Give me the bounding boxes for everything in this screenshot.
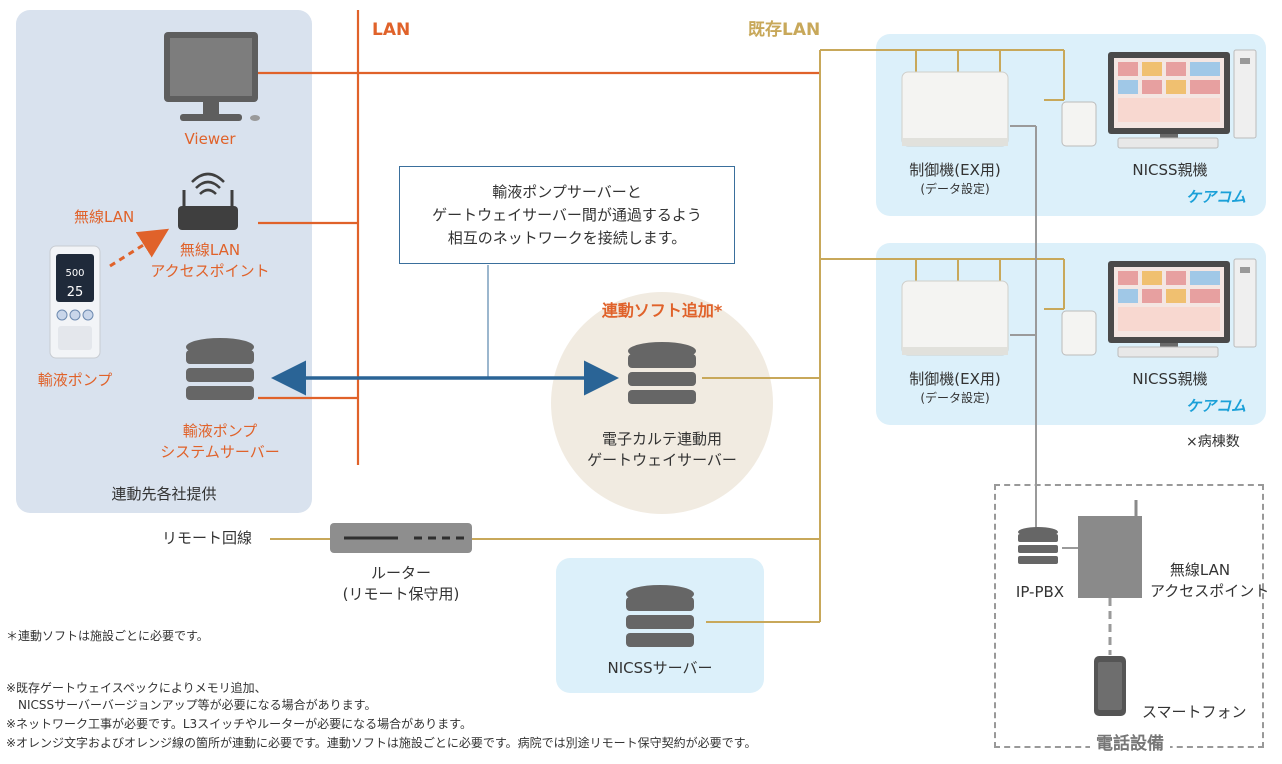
controller-label-2: 制御機(EX用) (データ設定)	[900, 369, 1010, 406]
pump-label: 輸液ポンプ	[37, 371, 113, 389]
infusion-pump-icon: 500 25	[49, 245, 101, 359]
pump-server-db-icon	[186, 338, 254, 400]
footnote-4: ※ネットワーク工事が必要です。L3スイッチやルーターが必要になる場合があります。	[6, 717, 472, 731]
controller-label-1: 制御機(EX用) (データ設定)	[900, 160, 1010, 197]
footnote-3: NICSSサーバーバージョンアップ等が必要になる場合があります。	[6, 698, 377, 712]
brand-logo-2: ケアコム	[1186, 397, 1247, 415]
controller-icon-2	[901, 280, 1009, 356]
existing-lan-label: 既存LAN	[748, 20, 821, 40]
partner-provided-label: 連動先各社提供	[111, 485, 217, 503]
phone-lines	[1010, 125, 1112, 655]
nicss-server-db-icon	[626, 585, 694, 647]
footnote-2: ※既存ゲートウェイスペックによりメモリ追加、	[6, 681, 267, 695]
pump-server-label-line1: 輸液ポンプ	[182, 422, 258, 440]
controller-label-2-line2: (データ設定)	[920, 391, 990, 405]
router-label: ルーター (リモート保守用)	[316, 563, 486, 605]
wireless-ap-label-line1: 無線LAN	[179, 241, 241, 259]
phone-ap-label-line2: アクセスポイント	[1150, 582, 1270, 600]
footnote-1: ＊連動ソフトは施設ごとに必要です。	[6, 629, 209, 643]
pump-server-label: 輸液ポンプ システムサーバー	[150, 421, 290, 463]
phone-ap-label-line1: 無線LAN	[1169, 561, 1231, 579]
gateway-label: 電子カルテ連動用 ゲートウェイサーバー	[551, 429, 773, 471]
gateway-label-line2: ゲートウェイサーバー	[587, 451, 737, 469]
controller-icon-1	[901, 71, 1009, 147]
lan-label: LAN	[372, 20, 411, 40]
viewer-monitor-icon	[164, 32, 260, 121]
router-label-line1: ルーター	[370, 564, 431, 582]
gateway-label-line1: 電子カルテ連動用	[601, 430, 722, 448]
nicss-parent-label-1: NICSS親機	[1132, 161, 1208, 179]
callout-line1: 輸液ポンプサーバーと	[492, 183, 642, 201]
phone-equipment-label: 電話設備	[1090, 734, 1170, 755]
wards-count-label: ×病棟数	[1186, 434, 1240, 450]
controller-label-1-line2: (データ設定)	[920, 182, 990, 196]
nicss-server-label: NICSSサーバー	[607, 659, 713, 677]
footnote-5: ※オレンジ文字およびオレンジ線の箇所が連動に必要です。連動ソフトは施設ごとに必要…	[6, 736, 757, 750]
viewer-label: Viewer	[184, 130, 236, 148]
remote-line-label: リモート回線	[162, 529, 253, 547]
wireless-router-icon	[178, 172, 238, 230]
callout-box: 輸液ポンプサーバーと ゲートウェイサーバー間が通過するよう 相互のネットワークを…	[399, 166, 735, 264]
ip-pbx-db-icon	[1018, 527, 1058, 564]
gateway-db-icon	[628, 342, 696, 404]
callout-line2: ゲートウェイサーバー間が通過するよう	[432, 206, 702, 224]
smartphone-icon	[1094, 656, 1126, 716]
controller-label-2-line1: 制御機(EX用)	[909, 370, 1001, 388]
router-label-line2: (リモート保守用)	[342, 585, 460, 603]
remote-router-icon	[330, 523, 472, 553]
existing-lan-lines	[270, 49, 1065, 623]
nicss-parent-icon-1	[1061, 49, 1257, 149]
controller-label-1-line1: 制御機(EX用)	[909, 161, 1001, 179]
ip-pbx-label: IP-PBX	[1015, 583, 1065, 601]
nicss-parent-icon-2	[1061, 258, 1257, 358]
callout-line3: 相互のネットワークを接続します。	[447, 229, 687, 247]
pump-rate-text: 500	[65, 268, 84, 279]
wireless-ap-label: 無線LAN アクセスポイント	[150, 240, 270, 282]
wireless-lan-label: 無線LAN	[74, 208, 135, 226]
nicss-parent-label-2: NICSS親機	[1132, 370, 1208, 388]
pump-server-label-line2: システムサーバー	[160, 443, 280, 461]
wireless-ap-label-line2: アクセスポイント	[150, 262, 270, 280]
brand-logo-1: ケアコム	[1186, 188, 1247, 206]
phone-ap-icon	[1078, 500, 1142, 598]
addon-software-label: 連動ソフト追加*	[601, 301, 723, 320]
smartphone-label: スマートフォン	[1142, 703, 1247, 721]
phone-ap-label: 無線LAN アクセスポイント	[1150, 560, 1270, 602]
pump-volume-text: 25	[67, 285, 84, 300]
